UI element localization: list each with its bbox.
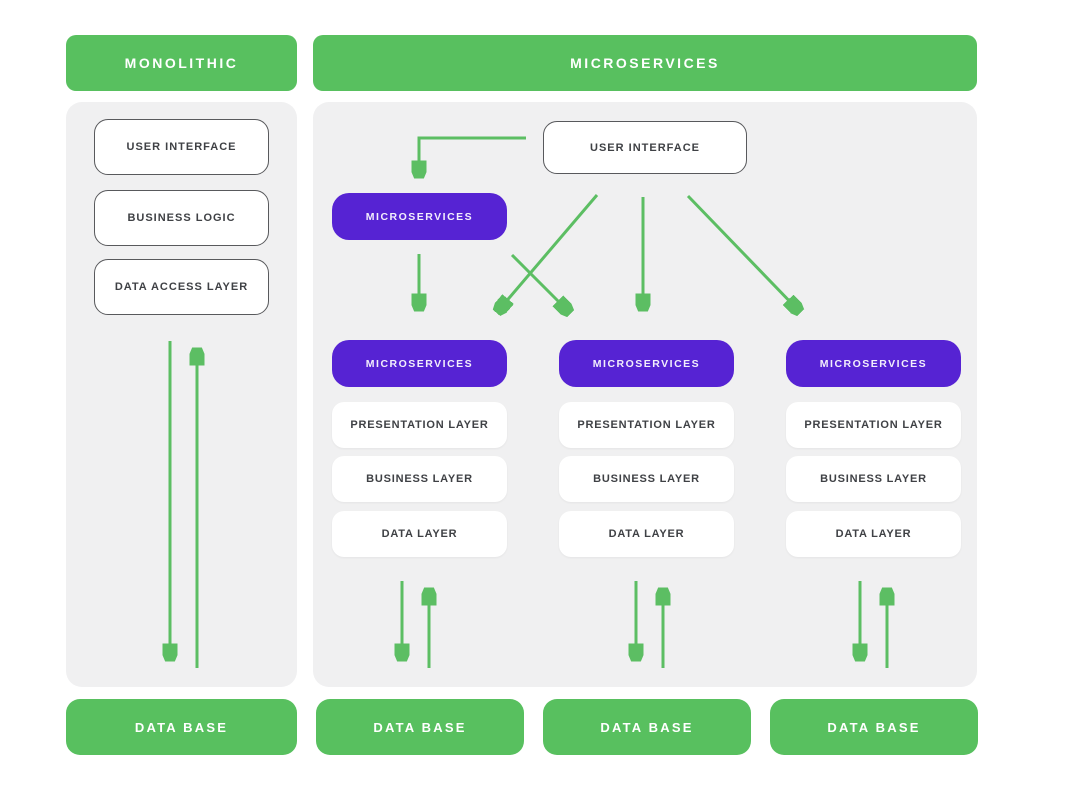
- col3-database-box: DATA BASE: [770, 699, 978, 755]
- col3-data-layer-box: DATA LAYER: [786, 511, 961, 557]
- col3-business-layer-box: BUSINESS LAYER: [786, 456, 961, 502]
- mono-user-interface-box: USER INTERFACE: [94, 119, 269, 175]
- gateway-microservice-box: MICROSERVICES: [332, 193, 507, 240]
- col1-microservice-box: MICROSERVICES: [332, 340, 507, 387]
- micro-user-interface-box: USER INTERFACE: [543, 121, 747, 174]
- mono-business-logic-box: BUSINESS LOGIC: [94, 190, 269, 246]
- col3-microservice-box: MICROSERVICES: [786, 340, 961, 387]
- col1-data-layer-box: DATA LAYER: [332, 511, 507, 557]
- col1-database-box: DATA BASE: [316, 699, 524, 755]
- col2-data-layer-box: DATA LAYER: [559, 511, 734, 557]
- col1-business-layer-box: BUSINESS LAYER: [332, 456, 507, 502]
- microservices-header: MICROSERVICES: [313, 35, 977, 91]
- col3-presentation-layer-box: PRESENTATION LAYER: [786, 402, 961, 448]
- col2-database-box: DATA BASE: [543, 699, 751, 755]
- mono-data-access-layer-box: DATA ACCESS LAYER: [94, 259, 269, 315]
- col2-microservice-box: MICROSERVICES: [559, 340, 734, 387]
- microservices-panel: [313, 102, 977, 687]
- col2-presentation-layer-box: PRESENTATION LAYER: [559, 402, 734, 448]
- col2-business-layer-box: BUSINESS LAYER: [559, 456, 734, 502]
- col1-presentation-layer-box: PRESENTATION LAYER: [332, 402, 507, 448]
- monolithic-header: MONOLITHIC: [66, 35, 297, 91]
- mono-database-box: DATA BASE: [66, 699, 297, 755]
